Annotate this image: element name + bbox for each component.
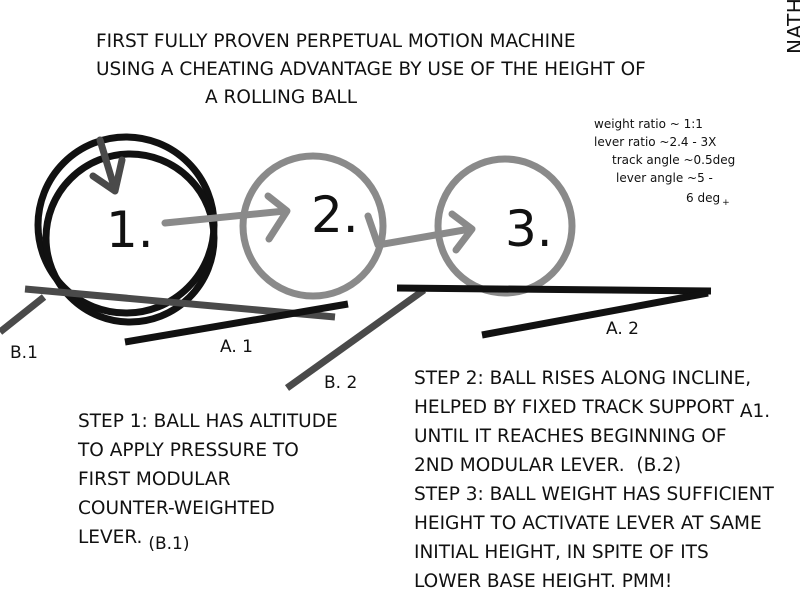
track-support-a1 <box>124 300 349 346</box>
step2-line-3: UNTIL IT REACHES BEGINNING OF <box>414 426 727 447</box>
title-line-3: A ROLLING BALL <box>205 87 358 108</box>
note-weight-ratio: weight ratio ~ 1:1 <box>594 117 703 131</box>
position-2-label: 2. <box>311 186 359 244</box>
author-name: NATHAN LARKIN COPPEDGE <box>783 0 800 58</box>
step1-line-5: LEVER. (B.1) <box>78 523 190 554</box>
step1-line-2: TO APPLY PRESSURE TO <box>78 440 299 461</box>
ball-3 <box>434 155 576 297</box>
track-support-a2 <box>481 289 709 339</box>
label-a1: A. 1 <box>220 337 253 357</box>
step2-ref-a1: A1. <box>739 401 771 422</box>
label-b1: B.1 <box>10 343 38 363</box>
label-a2: A. 2 <box>606 319 639 339</box>
step1-line-3: FIRST MODULAR <box>78 469 231 490</box>
note-lever-angle-a: lever angle ~5 - <box>616 171 713 185</box>
step3-line-2: HEIGHT TO ACTIVATE LEVER AT SAME <box>414 513 762 534</box>
step2-line-2-text: HELPED BY FIXED TRACK SUPPORT <box>414 397 734 418</box>
position-3-label: 3. <box>505 200 553 258</box>
step1-ref-b1: (B.1) <box>148 534 190 554</box>
arrow-2-to-3-icon <box>364 210 476 254</box>
title-line-2: USING A CHEATING ADVANTAGE BY USE OF THE… <box>96 59 646 80</box>
step3-line-4: LOWER BASE HEIGHT. PMM! <box>414 571 673 592</box>
title-line-1: FIRST FULLY PROVEN PERPETUAL MOTION MACH… <box>96 31 576 52</box>
step3-line-3: INITIAL HEIGHT, IN SPITE OF ITS <box>414 542 709 563</box>
note-lever-angle-b-text: 6 deg <box>686 191 721 205</box>
step3-line-1: STEP 3: BALL WEIGHT HAS SUFFICIENT <box>414 484 774 505</box>
arrow-1-to-2-icon <box>161 192 291 243</box>
drop-arrow-icon <box>89 136 126 195</box>
lever-b2-beam <box>396 284 712 295</box>
step1-line-5-text: LEVER. <box>78 527 143 548</box>
label-b2: B. 2 <box>324 373 358 393</box>
ball-1-outline-inner <box>42 150 218 326</box>
note-lever-ratio: lever ratio ~2.4 - 3X <box>594 135 717 149</box>
step2-line-4-text: 2ND MODULAR LEVER. <box>414 455 625 476</box>
note-lever-angle-b: 6 deg+ <box>686 189 730 212</box>
ball-1 <box>34 133 218 326</box>
step2-line-4: 2ND MODULAR LEVER. (B.2) <box>414 451 681 480</box>
step2-line-2: HELPED BY FIXED TRACK SUPPORT A1. <box>414 393 770 422</box>
lever-b2-arm <box>284 287 427 391</box>
step2-line-1: STEP 2: BALL RISES ALONG INCLINE, <box>414 368 752 389</box>
note-lever-angle-plus: + <box>722 198 730 208</box>
position-1-label: 1. <box>106 201 154 259</box>
lever-b1-arm <box>0 294 47 335</box>
step1-line-4: COUNTER-WEIGHTED <box>78 498 275 519</box>
step2-ref-b2: (B.2) <box>636 455 682 476</box>
ball-2 <box>239 152 387 300</box>
note-track-angle: track angle ~0.5deg <box>612 153 736 167</box>
step1-line-1: STEP 1: BALL HAS ALTITUDE <box>78 411 338 432</box>
